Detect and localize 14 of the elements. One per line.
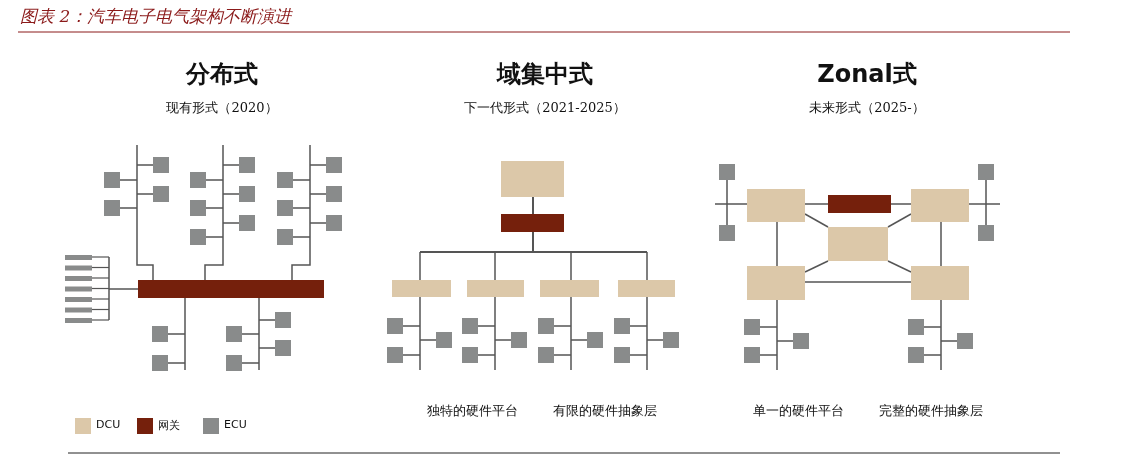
architecture-subtitle: 现有形式（2020） bbox=[166, 99, 278, 117]
feature-caption: 独特的硬件平台 bbox=[426, 402, 518, 420]
feature-caption: 单一的硬件平台 bbox=[752, 402, 844, 420]
architecture-subtitle: 未来形式（2025-） bbox=[809, 99, 925, 117]
architecture-heading: Zonal式 bbox=[817, 59, 917, 90]
feature-caption: 有限的硬件抽象层 bbox=[553, 402, 657, 420]
architecture-subtitle: 下一代形式（2021-2025） bbox=[464, 99, 626, 117]
figure-title: 图表 2：汽车电子电气架构不断演进 bbox=[20, 5, 292, 28]
legend-label: ECU bbox=[224, 418, 247, 431]
legend-label: 网关 bbox=[158, 418, 180, 433]
feature-caption: 完整的硬件抽象层 bbox=[879, 402, 983, 420]
legend-label: DCU bbox=[96, 418, 121, 431]
architecture-heading: 域集中式 bbox=[497, 59, 593, 90]
architecture-heading: 分布式 bbox=[186, 59, 258, 90]
